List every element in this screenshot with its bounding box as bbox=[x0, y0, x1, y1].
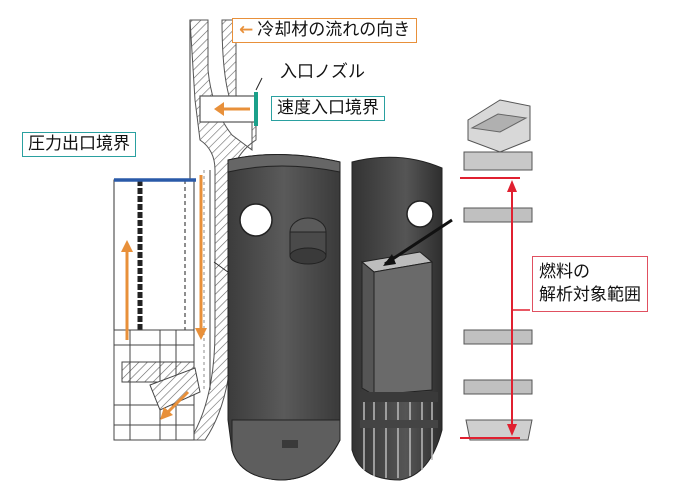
fuel-range-marker bbox=[460, 177, 530, 439]
pressure-outlet-label: 圧力出口境界 bbox=[22, 132, 136, 157]
fuel-range-label-line1: 燃料の bbox=[539, 262, 590, 282]
flow-direction-legend: ←冷却材の流れの向き bbox=[232, 18, 418, 43]
fuel-range-label-line2: 解析対象範囲 bbox=[539, 284, 641, 305]
vessel-3d-cutaway bbox=[351, 156, 453, 481]
vessel-3d-model bbox=[227, 153, 341, 481]
inlet-nozzle-label: 入口ノズル bbox=[280, 62, 365, 82]
left-arrow-icon: ← bbox=[239, 20, 254, 40]
flow-direction-label: 冷却材の流れの向き bbox=[257, 20, 411, 40]
flow-arrows bbox=[121, 102, 250, 420]
vessel-cross-section bbox=[113, 19, 263, 441]
fuel-range-label: 燃料の 解析対象範囲 bbox=[532, 256, 648, 312]
model-outlet-hole bbox=[239, 203, 273, 237]
fuel-assembly bbox=[460, 99, 533, 441]
velocity-inlet-label: 速度入口境界 bbox=[271, 96, 385, 121]
